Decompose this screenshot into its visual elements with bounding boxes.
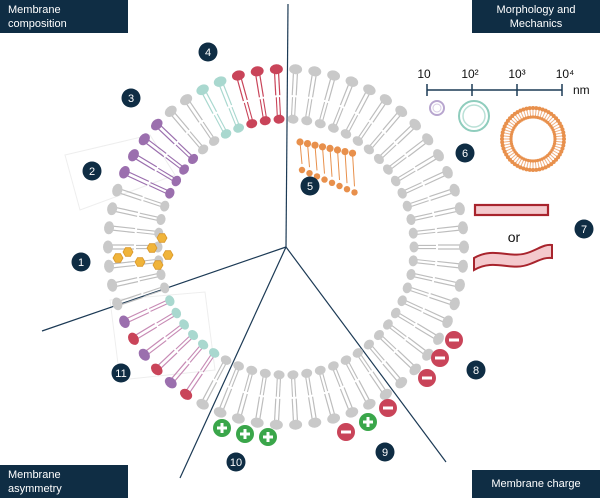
svg-text:2: 2: [89, 166, 95, 178]
membrane-charge-label: Membrane charge: [472, 470, 600, 498]
lipid-bilayer-ring: [103, 64, 469, 430]
svg-text:1: 1: [78, 257, 84, 269]
svg-text:11: 11: [115, 368, 126, 380]
svg-text:8: 8: [473, 365, 479, 377]
marker-4: 4: [198, 42, 218, 62]
medium-vesicle-icon: [458, 100, 490, 132]
marker-10: 10: [226, 452, 246, 472]
svg-text:6: 6: [462, 148, 468, 160]
svg-text:10: 10: [230, 457, 242, 469]
flat-membrane-icon: [473, 203, 550, 217]
marker-2: 2: [82, 161, 102, 181]
scale-tick-4: 10⁴: [556, 67, 575, 81]
svg-text:5: 5: [307, 181, 313, 193]
membrane-composition-label: Membrane composition: [0, 0, 128, 33]
marker-11: 11: [111, 363, 131, 383]
membrane-asymmetry-label: Membrane asymmetry: [0, 465, 128, 498]
sector-dividers: [41, 3, 447, 479]
size-scale: 10 10² 10³ 10⁴ nm: [417, 67, 590, 132]
curved-lipid-patch: [296, 138, 358, 196]
charge-symbols: [213, 331, 463, 446]
scale-tick-3: 10³: [508, 67, 525, 81]
marker-6: 6: [455, 143, 475, 163]
svg-text:7: 7: [581, 224, 587, 236]
membrane-shape-icons: or: [473, 203, 553, 272]
marker-8: 8: [466, 360, 486, 380]
marker-1: 1: [71, 252, 91, 272]
scale-tick-1: 10: [417, 67, 431, 81]
scale-tick-2: 10²: [461, 67, 478, 81]
svg-text:3: 3: [128, 93, 134, 105]
svg-text:9: 9: [382, 447, 388, 459]
morphology-mechanics-label: Morphology and Mechanics: [472, 0, 600, 33]
number-markers: 1 2 3 4 5 6 7 8 9 10 11: [71, 42, 594, 472]
panel-outlines: [64, 134, 216, 381]
marker-9: 9: [375, 442, 395, 462]
small-vesicle-icon: [429, 100, 445, 116]
marker-3: 3: [121, 88, 141, 108]
large-vesicle-icon: [500, 106, 566, 172]
marker-7: 7: [574, 219, 594, 239]
curved-membrane-icon: [473, 243, 553, 272]
svg-text:4: 4: [205, 47, 211, 59]
or-label: or: [508, 229, 521, 245]
scale-unit: nm: [573, 83, 590, 97]
marker-5: 5: [300, 176, 320, 196]
